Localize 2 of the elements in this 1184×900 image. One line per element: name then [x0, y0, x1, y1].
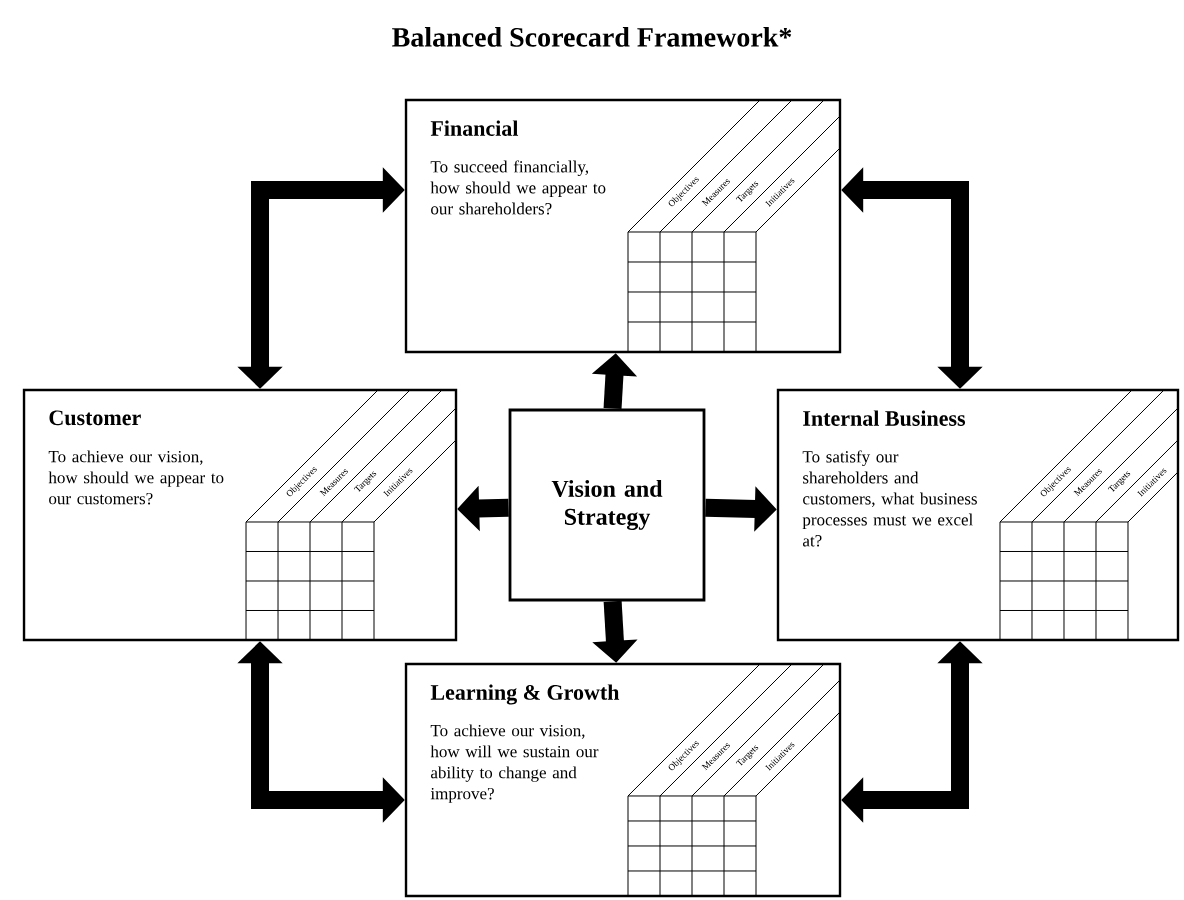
vision-box: Vision and Strategy: [508, 408, 706, 602]
title: Balanced Scorecard Framework*: [392, 27, 792, 47]
